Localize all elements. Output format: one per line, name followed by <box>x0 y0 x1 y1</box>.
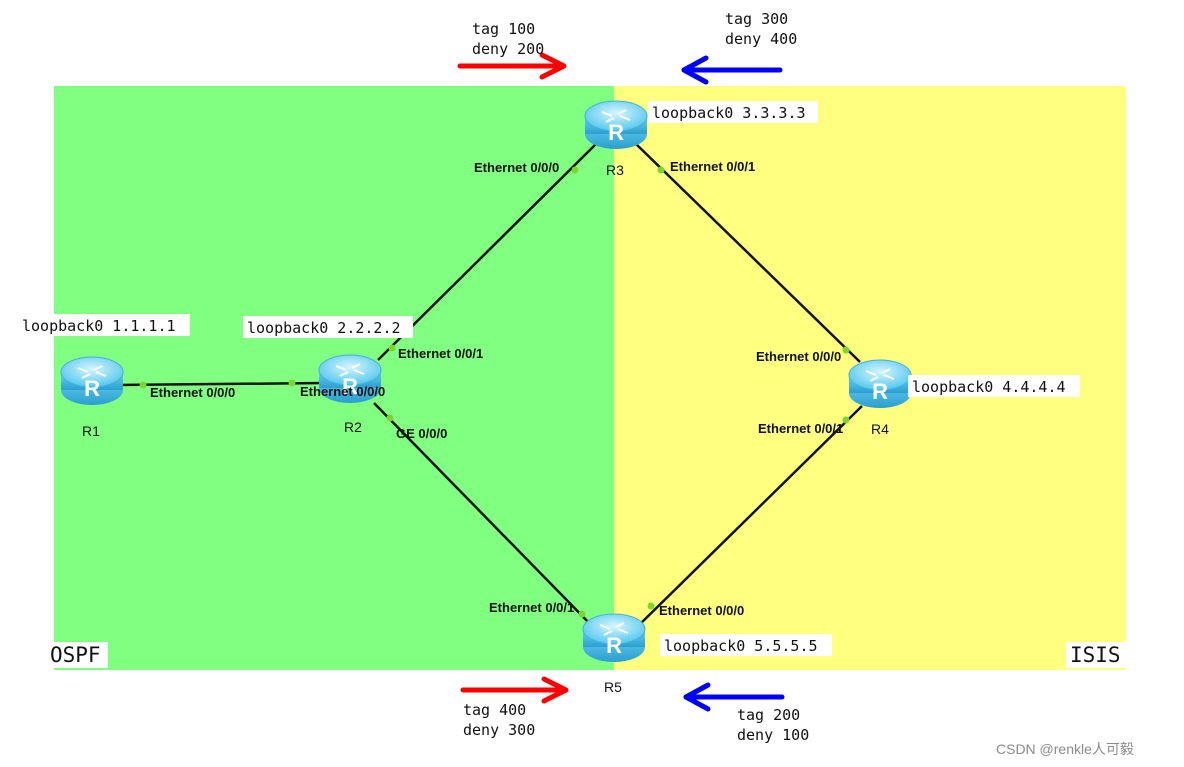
svg-text:R: R <box>84 376 100 401</box>
policy-bottom-red-line2: deny 300 <box>463 721 535 739</box>
router-icon <box>318 354 382 386</box>
router-icon <box>584 100 648 132</box>
policy-top-red-line1: tag 100 <box>472 20 535 38</box>
router-name-r2: R2 <box>344 419 362 435</box>
policy-top-blue-line1: tag 300 <box>725 10 788 28</box>
arrow-top-red <box>457 52 567 80</box>
router-r4[interactable]: R <box>848 359 912 408</box>
link-r2-r5 <box>373 402 597 631</box>
router-name-r5: R5 <box>604 679 622 695</box>
loopback-r5: loopback0 5.5.5.5 <box>664 637 818 655</box>
ospf-area-label-bg <box>48 642 108 668</box>
iface-r2-ge000: GE 0/0/0 <box>396 426 447 441</box>
svg-text:R: R <box>608 120 624 145</box>
loopback-label-bg <box>243 316 413 338</box>
link-r2-r3 <box>377 141 599 361</box>
watermark: CSDN @renkle人可毅 <box>996 741 1134 757</box>
port-dot <box>842 346 850 354</box>
loopback-label-bg <box>18 314 190 336</box>
iface-r4-e001: Ethernet 0/0/1 <box>758 421 843 436</box>
svg-text:R: R <box>606 633 622 658</box>
router-r3[interactable]: R <box>584 100 648 149</box>
svg-text:R: R <box>872 379 888 404</box>
loopback-r4: loopback0 4.4.4.4 <box>912 378 1066 396</box>
loopback-r3: loopback0 3.3.3.3 <box>652 104 806 122</box>
loopback-r2: loopback0 2.2.2.2 <box>247 319 401 337</box>
port-dot <box>578 610 586 618</box>
iface-r2-e001: Ethernet 0/0/1 <box>398 346 483 361</box>
router-name-r3: R3 <box>606 162 624 178</box>
router-name-r1: R1 <box>82 423 100 439</box>
policy-top-red-line2: deny 200 <box>472 40 544 58</box>
policy-bottom-blue-line1: tag 200 <box>737 706 800 724</box>
link-r5-r4 <box>633 405 863 631</box>
loopback-r1: loopback0 1.1.1.1 <box>22 317 176 335</box>
arrow-top-blue <box>681 55 783 85</box>
iface-r2-e000: Ethernet 0/0/0 <box>300 384 385 399</box>
iface-r1-e000: Ethernet 0/0/0 <box>150 385 235 400</box>
iface-r3-e001: Ethernet 0/0/1 <box>670 159 755 174</box>
policy-top-blue-line2: deny 400 <box>725 30 797 48</box>
port-dot <box>288 379 296 387</box>
port-dots <box>139 166 850 618</box>
iface-r3-e000: Ethernet 0/0/0 <box>474 160 559 175</box>
port-dot <box>386 414 394 422</box>
port-dot <box>647 602 655 610</box>
router-icon <box>60 356 124 388</box>
router-r1[interactable]: R <box>60 356 124 405</box>
isis-area-label: ISIS <box>1070 643 1121 667</box>
loopback-label-bg <box>908 375 1080 397</box>
ospf-area-label: OSPF <box>50 643 101 667</box>
policy-bottom-red-line1: tag 400 <box>463 701 526 719</box>
iface-r4-e000: Ethernet 0/0/0 <box>756 349 841 364</box>
arrow-bottom-red <box>460 676 569 704</box>
iface-r5-e000: Ethernet 0/0/0 <box>659 603 744 618</box>
policy-bottom-blue-line2: deny 100 <box>737 726 809 744</box>
loopback-label-bg <box>660 634 832 656</box>
router-r2[interactable]: R <box>318 354 382 403</box>
port-dot <box>571 166 579 174</box>
port-dot <box>388 344 396 352</box>
router-r5[interactable]: R <box>582 613 646 662</box>
router-name-r4: R4 <box>871 421 889 437</box>
iface-r5-e001: Ethernet 0/0/1 <box>489 600 574 615</box>
port-dot <box>842 416 850 424</box>
router-icon <box>582 613 646 645</box>
isis-area-label-bg <box>1066 642 1126 668</box>
arrow-bottom-blue <box>683 682 785 712</box>
port-dot <box>657 166 665 174</box>
svg-text:R: R <box>342 374 358 399</box>
loopback-label-bg <box>648 101 818 123</box>
port-dot <box>139 381 147 389</box>
link-r3-r4 <box>633 141 861 363</box>
